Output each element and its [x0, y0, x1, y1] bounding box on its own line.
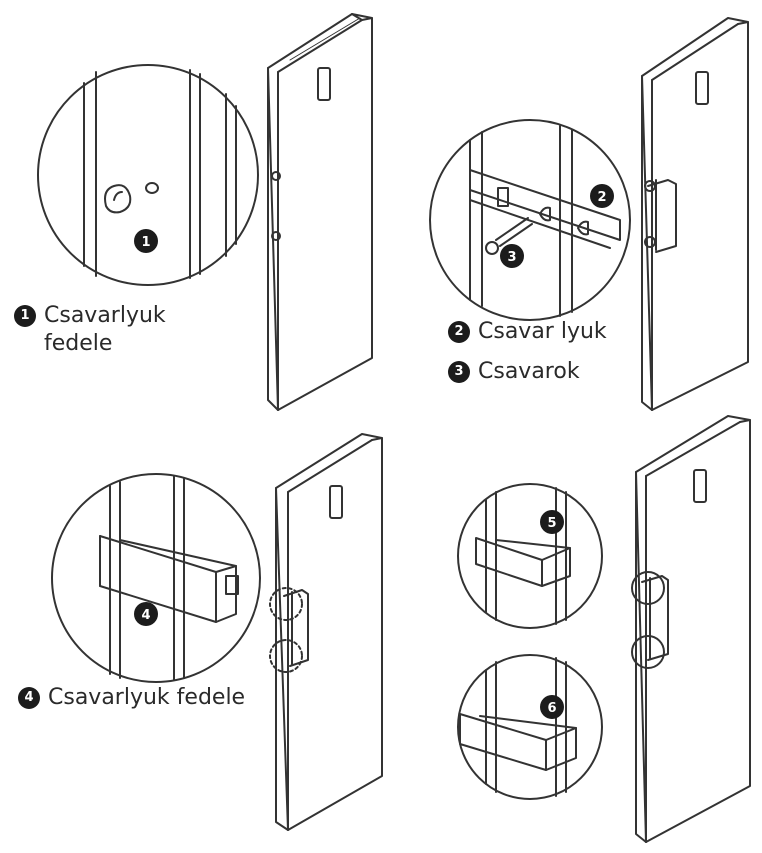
panel-2-zoom: [429, 119, 631, 321]
callout-2-number: 2: [597, 190, 606, 205]
callout-1-number: 1: [141, 235, 150, 250]
panel-3-zoom: [51, 473, 261, 683]
callout-4-badge: [134, 602, 158, 626]
legend-2-text: Csavar lyuk: [478, 319, 607, 344]
callout-5-number: 5: [547, 516, 556, 531]
callout-6-badge: [540, 695, 564, 719]
panel-1-zoom: [37, 64, 259, 286]
panel-2-door: [641, 17, 749, 411]
panel-3-door: [269, 433, 383, 831]
callout-2-badge: [590, 184, 614, 208]
legend-2-badge: 2: [448, 321, 470, 343]
legend-item-2: 2 Csavar lyuk: [448, 318, 607, 346]
legend-3-text: Csavarok: [478, 359, 580, 384]
legend-4-badge: 4: [18, 687, 40, 709]
callout-1-badge: [134, 229, 158, 253]
panel-4-zoom-lower: [457, 654, 603, 800]
callout-4-number: 4: [141, 608, 150, 623]
panel-4-door: [631, 415, 751, 843]
legend-4-text: Csavarlyuk fedele: [48, 685, 246, 710]
callout-5-badge: [540, 510, 564, 534]
callout-3-number: 3: [507, 250, 516, 265]
legend-item-4: 4 Csavarlyuk fedele: [18, 684, 245, 712]
legend-item-1: 1 Csavarlyuk fedele: [14, 302, 166, 358]
panel-1-door: [267, 13, 373, 411]
legend-item-3: 3 Csavarok: [448, 358, 580, 386]
legend-1-badge: 1: [14, 305, 36, 327]
callout-3-badge: [500, 244, 524, 268]
legend-1-text: Csavarlyuk fedele: [44, 303, 166, 356]
panel-4-zoom-upper: [457, 483, 603, 629]
legend-3-badge: 3: [448, 361, 470, 383]
callout-6-number: 6: [547, 701, 556, 716]
